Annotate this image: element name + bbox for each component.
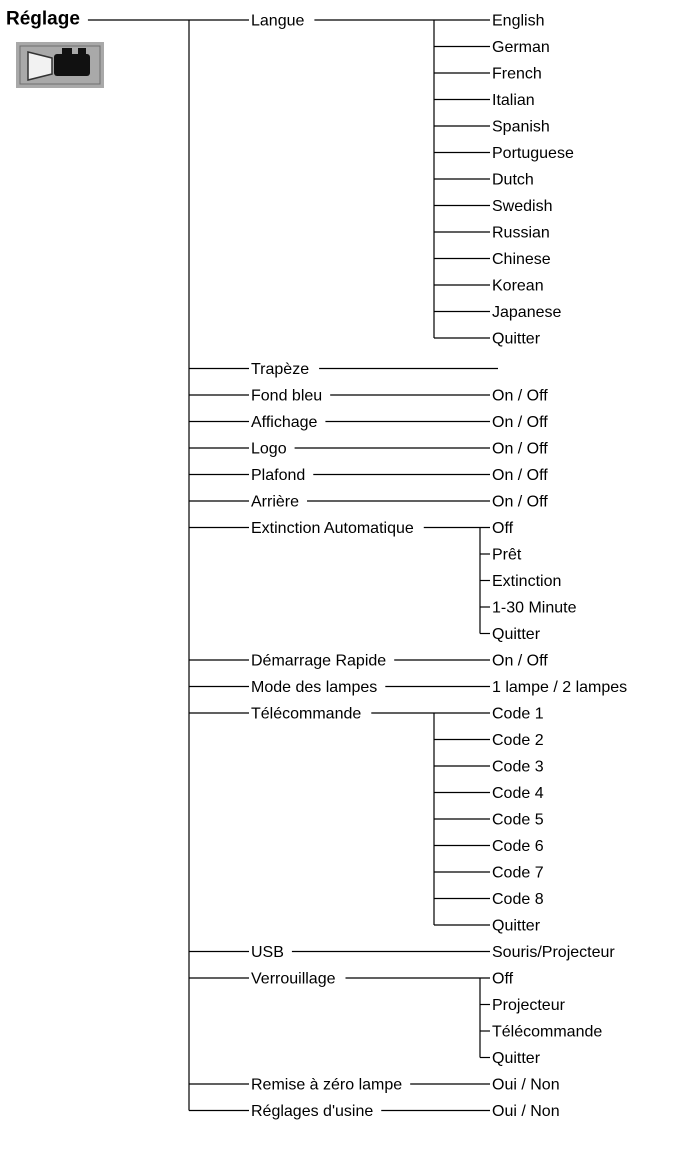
option-label: Italian [492,92,535,109]
option-label: Portuguese [492,145,574,162]
menu-item-label: Verrouillage [251,971,336,988]
menu-item-label: Logo [251,441,287,458]
menu-item-label: Démarrage Rapide [251,653,386,670]
menu-item-label: Extinction Automatique [251,520,414,537]
option-label: Code 4 [492,785,544,802]
option-label: Russian [492,225,550,242]
option-label: Prêt [492,547,522,564]
option-label: Dutch [492,172,534,189]
option-label: Code 8 [492,891,544,908]
option-label: Quitter [492,1050,541,1067]
option-label: On / Off [492,441,548,458]
menu-item-label: Plafond [251,467,305,484]
menu-item-label: Mode des lampes [251,679,377,696]
menu-item-label: Trapèze [251,361,309,378]
option-label: Oui / Non [492,1077,560,1094]
option-label: On / Off [492,388,548,405]
option-label: French [492,66,542,83]
option-label: Japanese [492,304,561,321]
option-label: Code 7 [492,865,544,882]
option-label: Swedish [492,198,552,215]
option-label: Chinese [492,251,551,268]
option-label: On / Off [492,414,548,431]
option-label: Off [492,520,514,537]
option-label: On / Off [492,653,548,670]
menu-title: Réglage [6,9,80,30]
menu-item-label: Remise à zéro lampe [251,1077,402,1094]
projector-icon [16,42,104,88]
option-label: 1 lampe / 2 lampes [492,679,627,696]
menu-item-label: Arrière [251,494,299,511]
option-label: Souris/Projecteur [492,944,615,961]
option-label: On / Off [492,494,548,511]
option-label: Code 2 [492,732,544,749]
option-label: Télécommande [492,1024,602,1041]
option-label: Oui / Non [492,1103,560,1120]
option-label: Code 6 [492,838,544,855]
option-label: Quitter [492,626,541,643]
option-label: Code 1 [492,706,544,723]
menu-item-label: Langue [251,13,304,30]
option-label: Off [492,971,514,988]
option-label: On / Off [492,467,548,484]
menu-item-label: Affichage [251,414,318,431]
option-label: Korean [492,278,544,295]
option-label: Projecteur [492,997,566,1014]
option-label: Quitter [492,331,541,348]
option-label: Quitter [492,918,541,935]
option-label: English [492,13,544,30]
menu-item-label: Télécommande [251,706,361,723]
option-label: Extinction [492,573,561,590]
option-label: German [492,39,550,56]
option-label: Code 3 [492,759,544,776]
option-label: Spanish [492,119,550,136]
menu-item-label: Fond bleu [251,388,322,405]
option-label: 1-30 Minute [492,600,577,617]
option-label: Code 5 [492,812,544,829]
menu-item-label: Réglages d'usine [251,1103,373,1120]
menu-item-label: USB [251,944,284,961]
